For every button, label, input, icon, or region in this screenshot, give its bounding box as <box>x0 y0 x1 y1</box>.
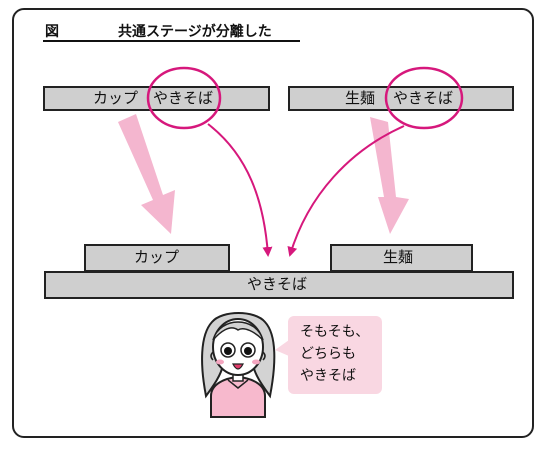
girl-illustration <box>201 312 276 418</box>
figure-title: 共通ステージが分離した <box>118 24 272 40</box>
magenta-arrow-right <box>287 125 405 257</box>
speech-line-3: やきそば <box>300 368 356 384</box>
bottom-base-label: やきそば <box>247 275 308 293</box>
top-right-label-part1: 生麺 <box>345 89 376 107</box>
pink-arrow-right <box>370 117 409 234</box>
top-right-label-part2: やきそば <box>393 89 454 107</box>
speech-line-1: そもそも、 <box>300 324 370 340</box>
title-underline <box>43 40 300 42</box>
top-left-label-part2: やきそば <box>153 89 214 107</box>
top-right-bar <box>288 86 514 111</box>
speech-bubble: そもそも、 どちらも やきそば <box>288 316 382 394</box>
top-left-bar <box>43 86 270 111</box>
highlight-ellipse-left <box>146 66 222 130</box>
bottom-base-bar <box>44 271 514 299</box>
pink-arrow-left <box>118 114 175 234</box>
highlight-ellipse-right <box>384 66 464 130</box>
speech-line-2: どちらも <box>300 346 356 362</box>
bottom-right-block-label: 生麺 <box>383 248 414 266</box>
bottom-left-block-label: カップ <box>134 248 180 266</box>
speech-bubble-tail <box>275 340 289 356</box>
figure-label: 図 <box>45 24 59 40</box>
top-left-label-part1: カップ <box>93 89 139 107</box>
magenta-arrow-left <box>207 123 273 257</box>
